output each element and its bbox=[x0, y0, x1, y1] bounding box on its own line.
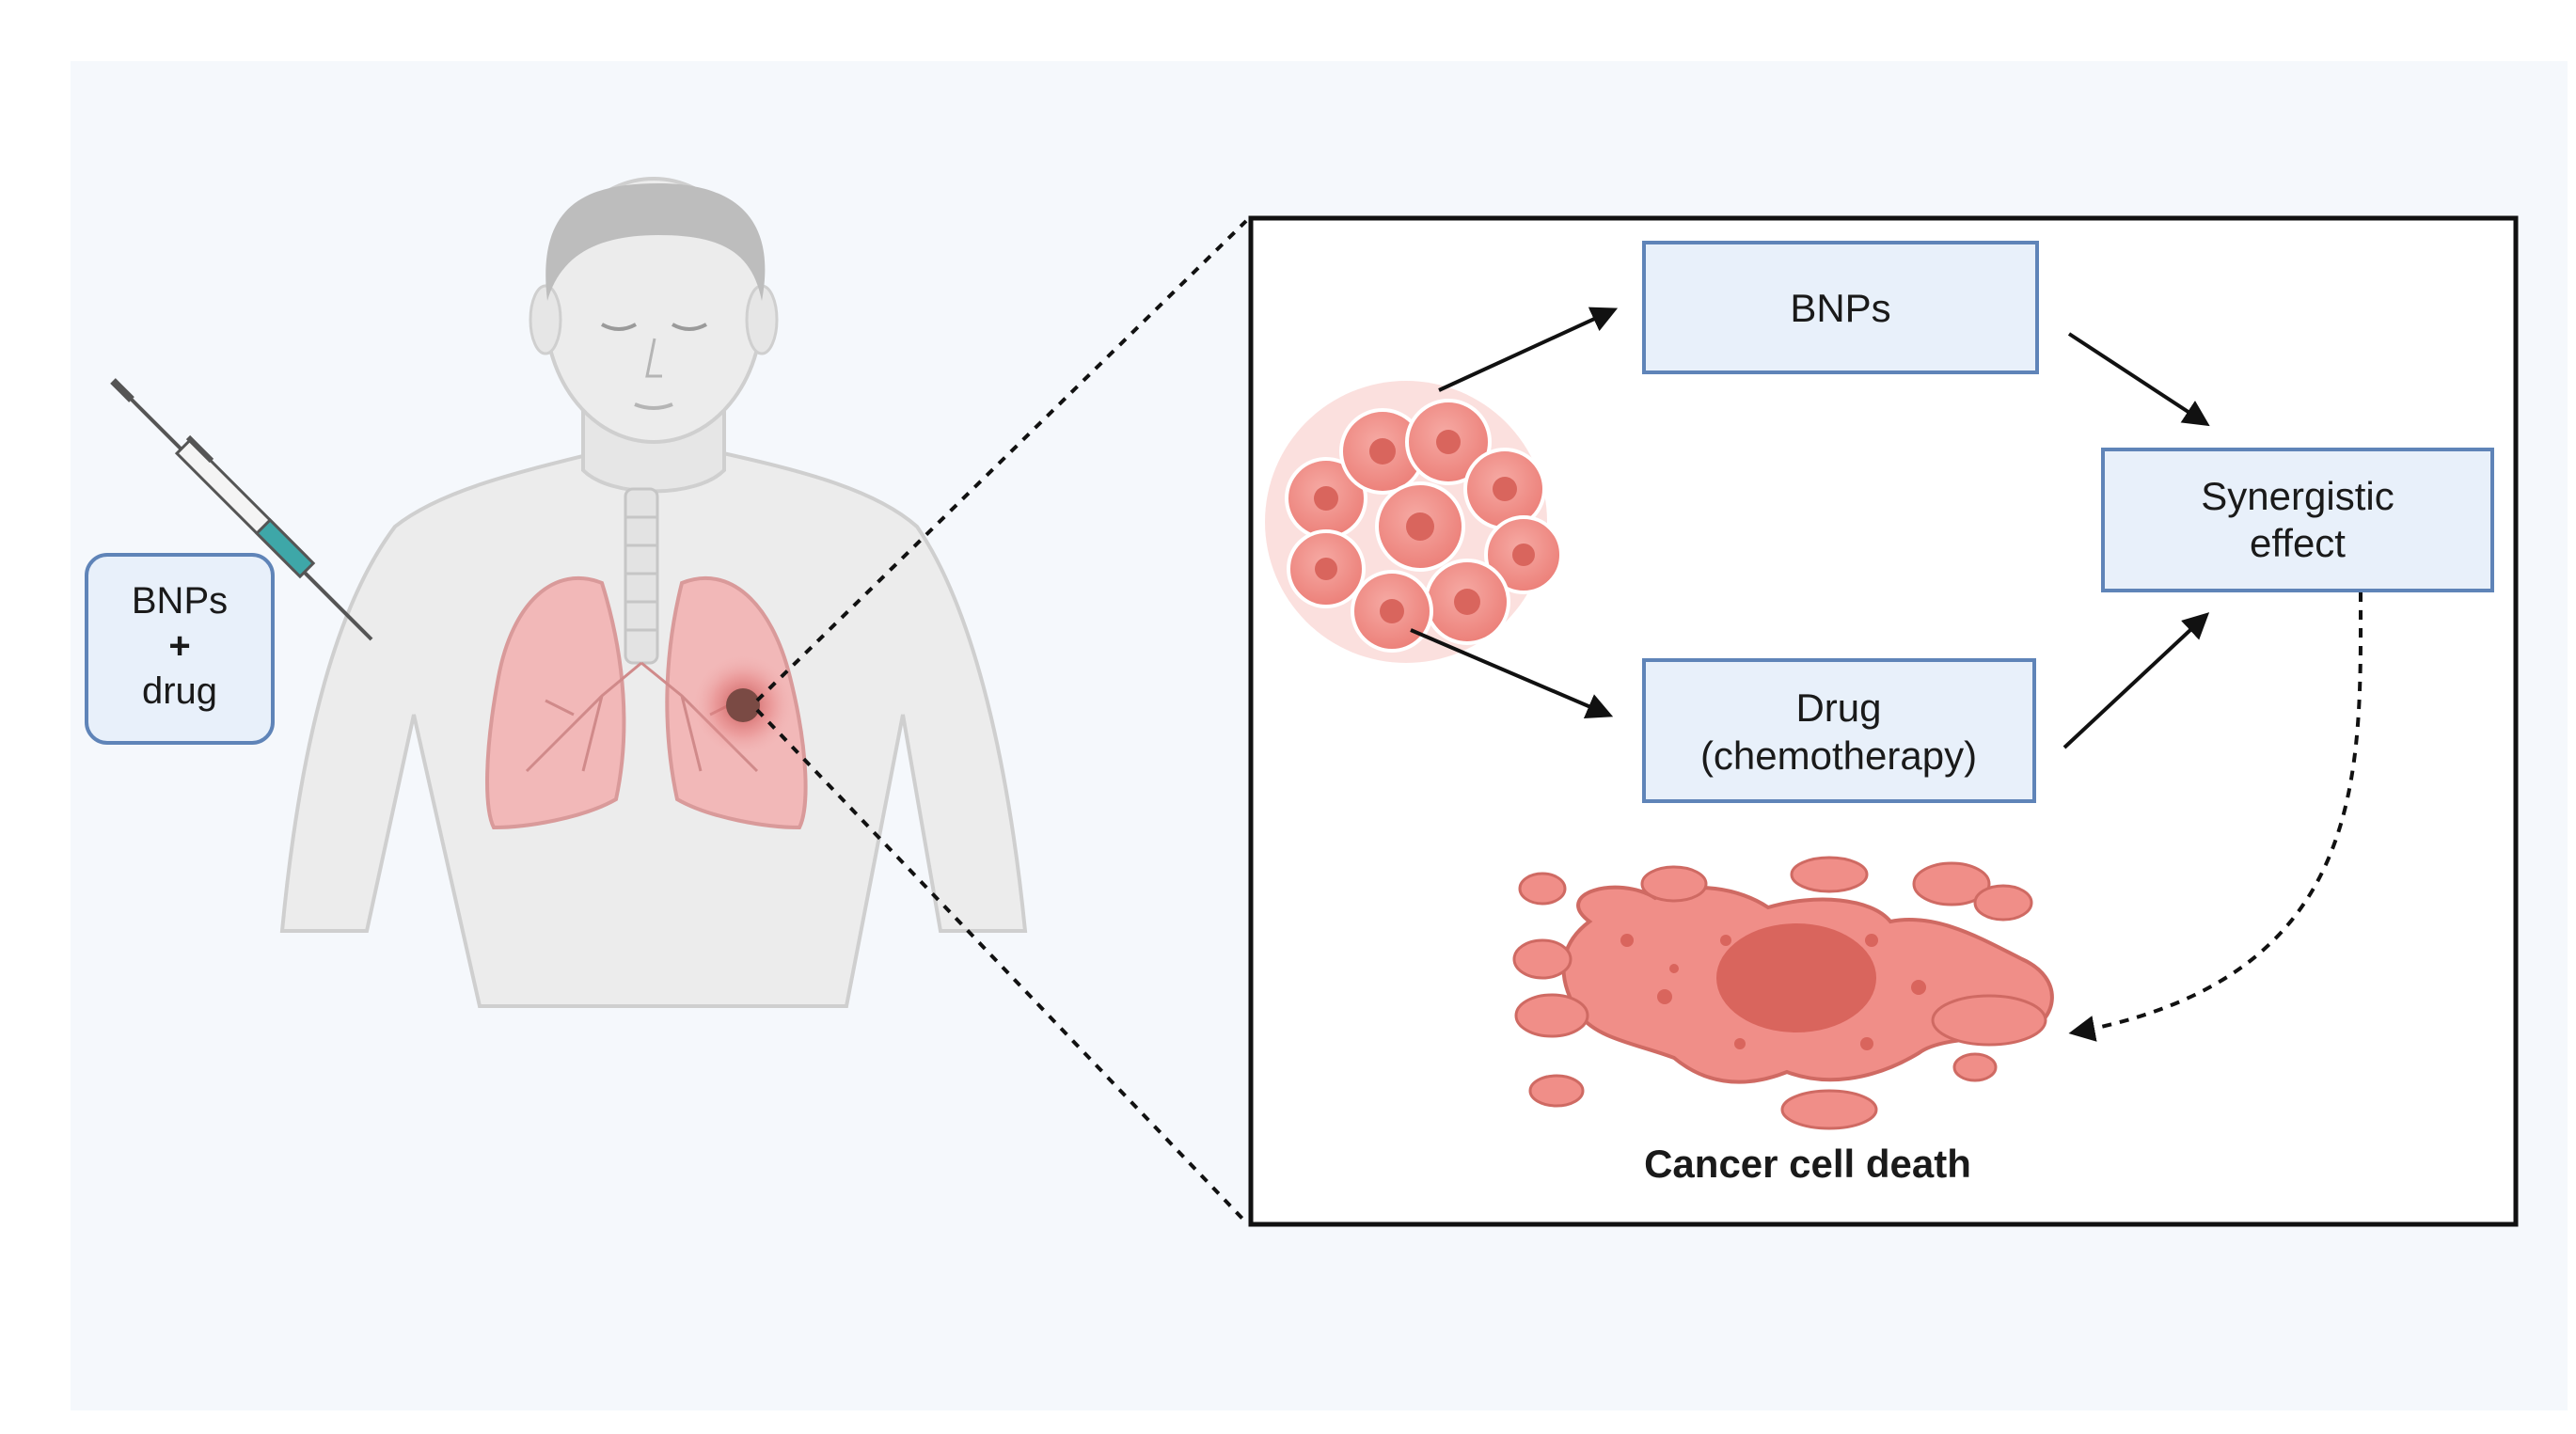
arrow-drug-to-synergy bbox=[2062, 612, 2210, 749]
arrow-bnps-to-synergy bbox=[2067, 332, 2210, 427]
bnps-label: BNPs bbox=[1790, 286, 1890, 330]
injection-label-line2: + bbox=[168, 625, 190, 667]
syringe-icon bbox=[110, 378, 373, 641]
injection-label-line1: BNPs bbox=[132, 580, 228, 622]
trachea-icon bbox=[624, 487, 659, 665]
lungs-icon bbox=[485, 576, 808, 830]
arrow-cells-to-bnps bbox=[1438, 307, 1619, 392]
injection-label-box: BNPs + drug bbox=[85, 553, 275, 745]
tumor-icon bbox=[691, 654, 795, 757]
arrow-cells-to-drug bbox=[1410, 628, 1614, 719]
synergy-label-line1: Synergistic bbox=[2201, 474, 2394, 518]
drug-box: Drug (chemotherapy) bbox=[1642, 658, 2036, 803]
zoom-line-top bbox=[755, 219, 1248, 702]
drug-label-line2: (chemotherapy) bbox=[1700, 733, 1977, 778]
injection-label-line3: drug bbox=[142, 670, 217, 712]
death-label: Cancer cell death bbox=[1644, 1142, 1971, 1186]
synergy-label-line2: effect bbox=[2250, 521, 2346, 565]
dead-cell-icon bbox=[1512, 856, 2054, 1130]
human-torso-icon bbox=[279, 177, 1028, 1008]
cancer-cell-cluster-icon bbox=[1265, 381, 1563, 663]
arrow-synergy-to-death bbox=[2068, 591, 2363, 1042]
bnps-box: BNPs bbox=[1642, 241, 2039, 374]
drug-label-line1: Drug bbox=[1795, 685, 1881, 730]
synergy-box: Synergistic effect bbox=[2101, 448, 2494, 592]
